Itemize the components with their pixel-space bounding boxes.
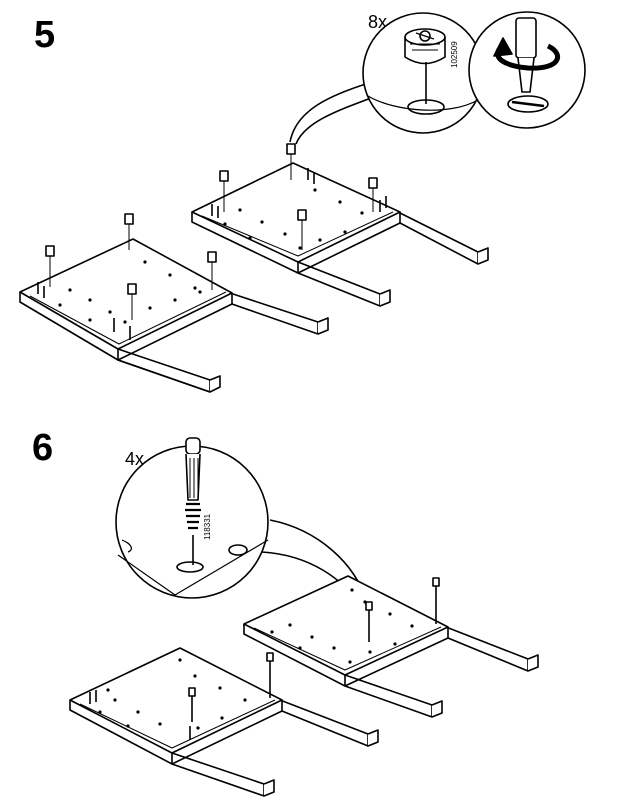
step-6-part-number: 118331	[203, 513, 212, 540]
step-5-cam-lock-callout: 102509	[362, 12, 484, 134]
step-6-seat-frame-front	[69, 647, 379, 797]
step-5-screwdriver-callout	[468, 11, 586, 129]
step-6-number: 6	[32, 427, 54, 469]
step-5-seat-frame-back	[191, 143, 489, 307]
step-5-number: 5	[34, 14, 56, 56]
step-5-seat-frame-front	[19, 213, 329, 393]
step-6-seat-frame-back	[243, 575, 539, 718]
step-6-dowel-callout: 118331	[115, 437, 367, 606]
step-5-part-number: 102509	[450, 41, 459, 68]
step-5-quantity: 8x	[368, 12, 388, 32]
step-5-callout-leader	[289, 81, 373, 143]
step-6-quantity: 4x	[125, 449, 145, 469]
